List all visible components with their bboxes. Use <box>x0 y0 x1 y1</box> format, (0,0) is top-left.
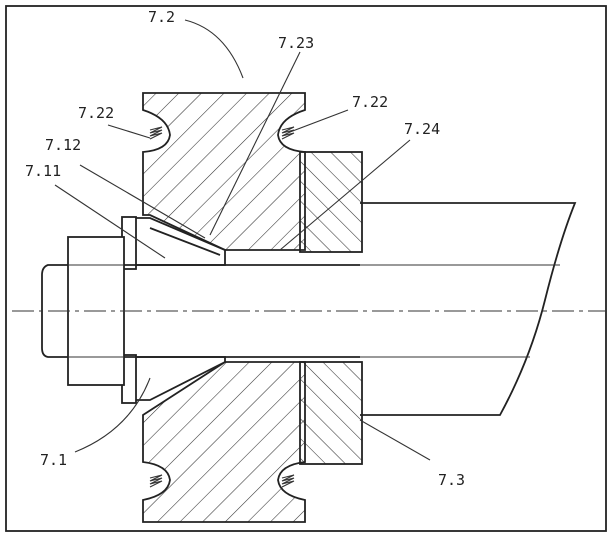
label-7-11: 7.11 <box>25 162 61 180</box>
spring-upper-right <box>281 126 295 140</box>
label-7-24: 7.24 <box>404 120 440 138</box>
label-7-23: 7.23 <box>278 34 314 52</box>
hub-block <box>299 151 363 465</box>
spring-upper-left <box>149 126 163 140</box>
shaft <box>360 202 577 416</box>
drawing-border <box>5 5 607 532</box>
label-7-1: 7.1 <box>40 451 67 469</box>
label-7-22-left: 7.22 <box>78 104 114 122</box>
label-7-3: 7.3 <box>438 471 465 489</box>
spring-lower-left <box>149 474 163 488</box>
label-7-22-right: 7.22 <box>352 93 388 111</box>
spring-lower-right <box>281 474 295 488</box>
washer <box>121 216 137 404</box>
bolt-shank <box>124 264 360 358</box>
label-7-12: 7.12 <box>45 136 81 154</box>
leader-lines <box>54 19 431 461</box>
lower-roller-body <box>142 361 306 523</box>
label-7-2: 7.2 <box>148 8 175 26</box>
